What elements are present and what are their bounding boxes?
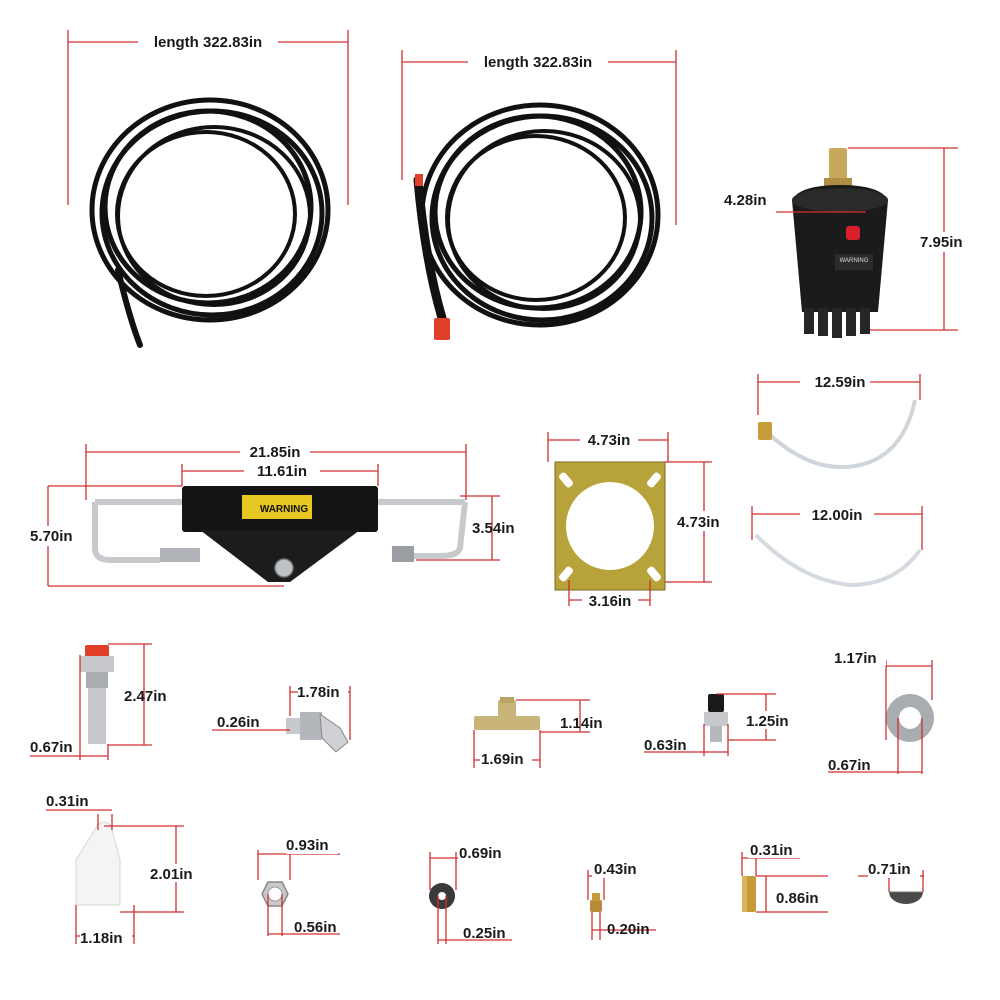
spacer-width-dimension: 0.31in — [741, 840, 802, 876]
pump-height-dimension: 7.95in — [848, 147, 973, 331]
straight-fitting — [80, 645, 114, 744]
small-inner-dimension: 0.20in — [591, 912, 656, 940]
clear-tube-1-label: 12.59in — [815, 374, 866, 391]
elbow-fitting — [286, 712, 349, 753]
hose-2-length-dimension: length 322.83in — [401, 50, 677, 225]
valve-width-label: 0.63in — [644, 737, 687, 754]
half-washer-dimension: 0.71in — [858, 860, 924, 892]
elbow-thread-dimension: 0.26in — [212, 714, 290, 731]
spacer-width-label: 0.31in — [750, 842, 793, 859]
small-fitting — [590, 893, 602, 912]
spacer-height-dimension: 0.86in — [756, 875, 828, 913]
cylinder-mount-dimension: 3.54in — [416, 495, 515, 561]
washer — [886, 694, 934, 742]
tee-height-label: 1.14in — [560, 715, 603, 732]
nut-outer-label: 0.93in — [286, 837, 329, 854]
hose-1 — [89, 97, 331, 348]
cylinder-overall-dimension: 21.85in — [85, 441, 467, 500]
elbow-length-label: 1.78in — [297, 684, 340, 701]
filler-cap — [75, 821, 121, 906]
cap-height-dimension: 2.01in — [104, 825, 206, 913]
mounting-plate — [554, 461, 666, 591]
tee-fitting — [474, 697, 540, 730]
brass-spacer — [742, 876, 756, 912]
o-ring-inner-dimension: 0.25in — [437, 896, 512, 944]
plate-bottom-dimension: 3.16in — [568, 580, 651, 611]
fitting-height-dimension: 2.47in — [108, 643, 167, 746]
cylinder-tiller-bolt — [274, 558, 294, 578]
cylinder-body-dimension: 11.61in — [181, 461, 379, 486]
washer-inner-label: 0.67in — [828, 757, 871, 774]
nut-outer-dimension: 0.93in — [257, 836, 340, 880]
valve-height-label: 1.25in — [746, 713, 789, 730]
small-inner-label: 0.20in — [607, 921, 650, 938]
o-ring-outer-label: 0.69in — [459, 845, 502, 862]
o-ring — [429, 883, 455, 909]
nut-inner-label: 0.56in — [294, 919, 337, 936]
valve-fitting — [704, 694, 728, 742]
washer-outer-dimension: 1.17in — [832, 648, 933, 740]
plate-side-label: 4.73in — [677, 514, 720, 531]
valve-width-dimension: 0.63in — [644, 724, 729, 756]
cap-width-label: 1.18in — [80, 930, 123, 947]
cap-width-dimension: 1.18in — [75, 905, 135, 947]
pump-height-label: 7.95in — [920, 234, 963, 251]
tee-width-dimension: 1.69in — [473, 730, 541, 768]
helm-pump: WARNING — [792, 148, 888, 338]
plate-top-label: 4.73in — [588, 432, 631, 449]
pump-red-valve — [846, 226, 860, 240]
o-ring-outer-dimension: 0.69in — [429, 844, 510, 890]
clear-tube-2-label: 12.00in — [812, 507, 863, 524]
washer-inner-dimension: 0.67in — [828, 718, 923, 774]
fitting-width-dimension: 0.67in — [30, 655, 109, 760]
half-washer — [889, 891, 923, 904]
half-washer-label: 0.71in — [868, 861, 911, 878]
elbow-thread-label: 0.26in — [217, 714, 260, 731]
cap-top-dimension: 0.31in — [46, 793, 113, 830]
cap-height-label: 2.01in — [150, 866, 193, 883]
pump-width-dimension: 4.28in — [724, 192, 866, 213]
fitting-height-label: 2.47in — [124, 688, 167, 705]
cylinder-height-label: 5.70in — [30, 528, 73, 545]
fitting-width-label: 0.67in — [30, 739, 73, 756]
cylinder-body-label: 11.61in — [257, 463, 307, 480]
pump-width-label: 4.28in — [724, 192, 767, 209]
small-outer-dimension: 0.43in — [587, 860, 644, 900]
hose-1-length-dimension: length 322.83in — [67, 30, 349, 205]
cylinder-warning-text: WARNING — [260, 504, 309, 515]
washer-outer-label: 1.17in — [834, 650, 877, 667]
elbow-length-dimension: 1.78in — [289, 683, 351, 740]
hose-2-length-label: length 322.83in — [484, 54, 592, 71]
small-outer-label: 0.43in — [594, 861, 637, 878]
tee-width-label: 1.69in — [481, 751, 524, 768]
nut-inner-dimension: 0.56in — [267, 894, 340, 936]
plate-side-dimension: 4.73in — [665, 461, 732, 583]
plate-bottom-label: 3.16in — [589, 593, 632, 610]
cylinder-height-dimension: 5.70in — [26, 485, 284, 587]
cap-top-label: 0.31in — [46, 793, 89, 810]
plate-top-dimension: 4.73in — [547, 430, 669, 462]
cylinder-mount-label: 3.54in — [472, 520, 515, 537]
valve-height-dimension: 1.25in — [716, 693, 800, 741]
clear-tube-1 — [758, 399, 917, 470]
hose-1-length-label: length 322.83in — [154, 34, 262, 51]
hose-2 — [413, 102, 661, 340]
clear-tube-1-dimension: 12.59in — [757, 372, 921, 415]
clear-tube-2 — [754, 533, 922, 588]
o-ring-inner-label: 0.25in — [463, 925, 506, 942]
clear-tube-2-dimension: 12.00in — [751, 504, 923, 550]
hose-2-red-fitting — [434, 318, 450, 340]
tee-height-dimension: 1.14in — [516, 699, 603, 733]
hex-nut — [261, 881, 289, 907]
spacer-height-label: 0.86in — [776, 890, 819, 907]
hydraulic-cylinder: WARNING — [92, 486, 468, 582]
pump-warning-text: WARNING — [840, 258, 869, 264]
cylinder-overall-label: 21.85in — [250, 444, 301, 461]
